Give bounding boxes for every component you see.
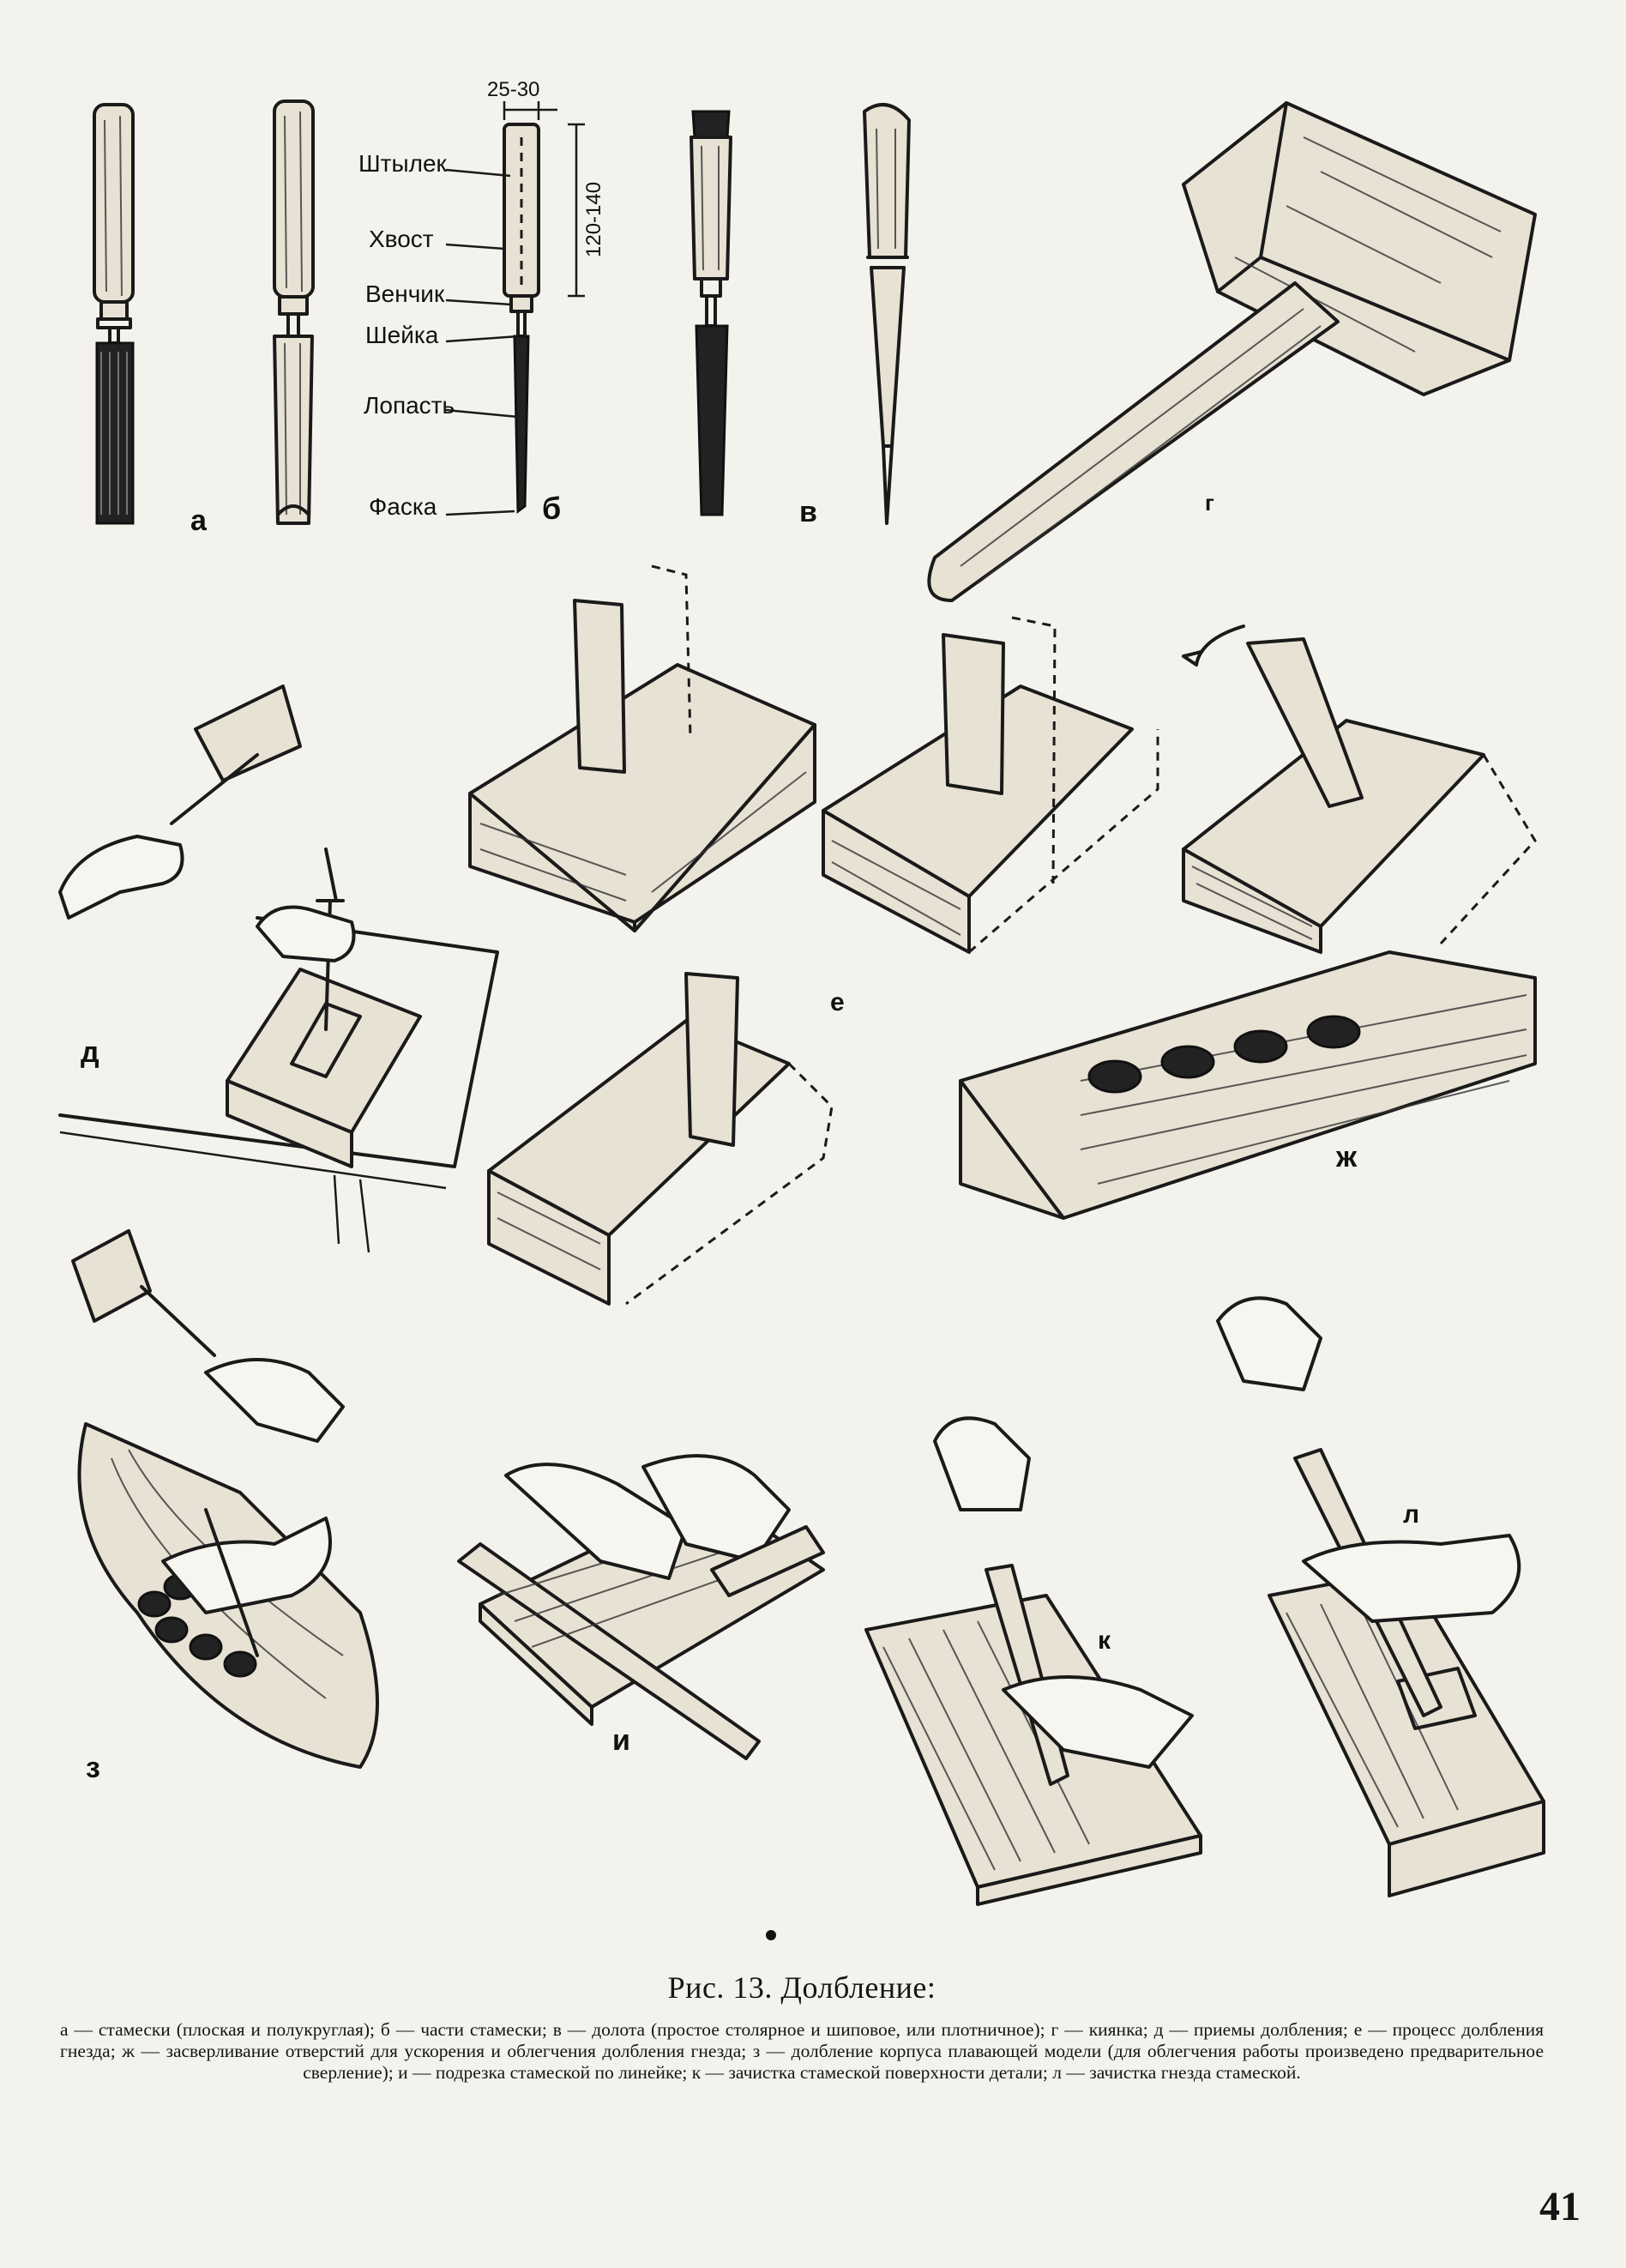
label-z: з [86, 1752, 100, 1784]
panel-d-technique [58, 685, 499, 1253]
part-lopast: Лопасть [364, 392, 455, 419]
label-g: г [1205, 490, 1214, 516]
label-v: в [799, 496, 817, 528]
panel-i-ruler [457, 1454, 825, 1760]
label-a: а [190, 504, 208, 537]
label-b: б [542, 491, 561, 526]
figure-illustration: а 25-30 120-140 Штылек Хвост Венчик Шейк… [58, 78, 1545, 1906]
label-i: и [612, 1724, 630, 1757]
panel-v-mortise-chisels [690, 103, 911, 525]
label-d: д [81, 1036, 99, 1069]
figure-caption: Рис. 13. Долбление: а — стамески (плоска… [60, 1969, 1544, 2084]
caption-title: Рис. 13. Долбление: [667, 1970, 936, 2005]
part-sheika: Шейка [365, 322, 439, 348]
label-e: е [830, 988, 845, 1016]
dimension-width: 25-30 [487, 78, 539, 101]
part-shtylek: Штылек [358, 150, 448, 177]
label-l: л [1403, 1500, 1419, 1529]
panel-k-paring [864, 1416, 1202, 1906]
part-venchik: Венчик [365, 280, 445, 307]
decorative-dot [766, 1930, 776, 1940]
dimension-length: 120-140 [582, 182, 605, 257]
panel-z-hull [71, 1229, 379, 1769]
part-faska: Фаска [369, 493, 437, 520]
caption-legend: а — стамески (плоская и полукруглая); б … [60, 2019, 1544, 2083]
panel-a-chisels [93, 100, 315, 525]
panel-b-chisel-parts [445, 101, 585, 516]
page-number: 41 [1539, 2184, 1581, 2229]
panel-e-process [468, 564, 1537, 1306]
panel-g-mallet [927, 101, 1537, 602]
label-k: к [1098, 1626, 1111, 1655]
part-khvost: Хвост [369, 226, 434, 252]
label-zh: ж [1335, 1141, 1358, 1173]
panel-zh-drilled [959, 950, 1537, 1220]
panel-l-mortise [1216, 1296, 1545, 1897]
